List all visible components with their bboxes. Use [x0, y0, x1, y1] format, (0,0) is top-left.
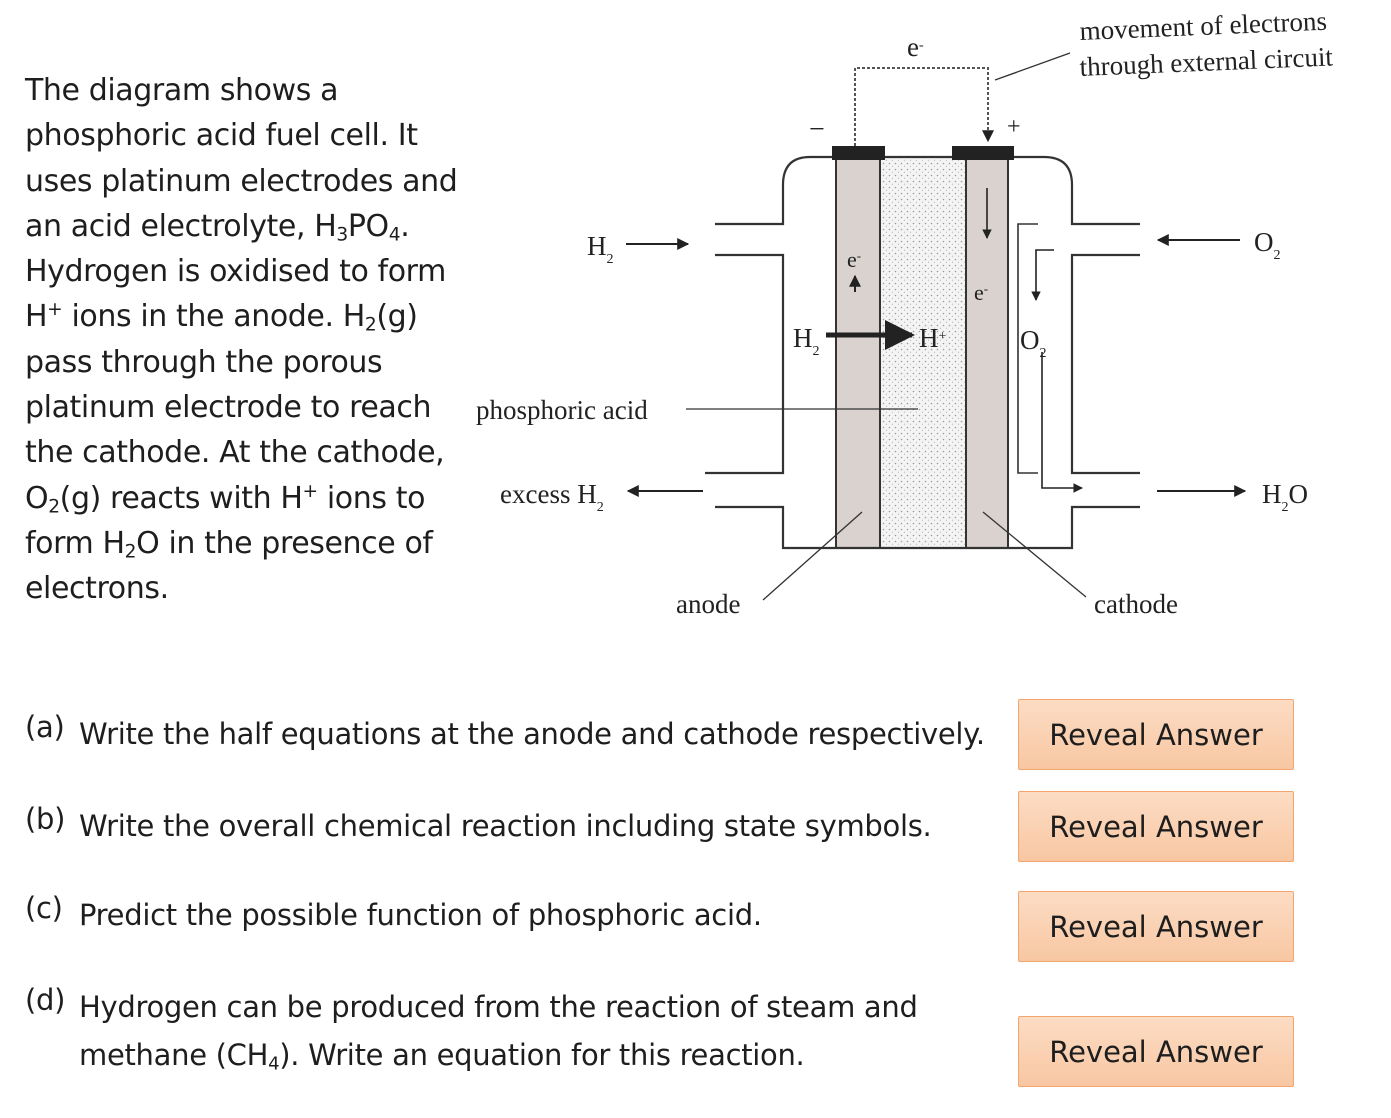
hydrogen-inner-label: H2	[793, 323, 820, 359]
positive-terminal-sign: +	[1007, 114, 1021, 140]
intro-line: O2(g) reacts with H+ ions to	[25, 480, 426, 518]
reveal-answer-button-d[interactable]: Reveal Answer	[1018, 1016, 1294, 1087]
intro-line: platinum electrode to reach	[25, 390, 432, 426]
oxygen-inner-label: O2	[1020, 325, 1047, 361]
question-text: Hydrogen can be produced from the reacti…	[79, 983, 918, 1079]
question-b: (b) Write the overall chemical reaction …	[25, 802, 932, 850]
flow-arrows	[626, 188, 1247, 497]
question-a: (a) Write the half equations at the anod…	[25, 710, 985, 758]
electron-label-top: e-	[907, 32, 924, 62]
anode-electrode	[832, 146, 885, 549]
question-line: Hydrogen can be produced from the reacti…	[79, 990, 918, 1024]
question-text: Write the half equations at the anode an…	[79, 710, 985, 758]
intro-line: Hydrogen is oxidised to form	[25, 254, 446, 290]
label-leaders	[686, 408, 1087, 601]
question-label: (b)	[25, 802, 66, 836]
intro-paragraph: The diagram shows a phosphoric acid fuel…	[25, 68, 465, 612]
cell-housing	[705, 155, 1140, 550]
oxygen-inlet-label: O2	[1254, 227, 1281, 263]
anode-label: anode	[676, 589, 740, 619]
question-label: (d)	[25, 983, 66, 1017]
question-d: (d) Hydrogen can be produced from the re…	[25, 983, 918, 1079]
external-circuit	[854, 52, 1071, 146]
intro-line: phosphoric acid fuel cell. It	[25, 118, 418, 154]
question-text: Predict the possible function of phospho…	[79, 891, 762, 939]
electrolyte-region	[880, 158, 966, 548]
intro-line: an acid electrolyte, H3PO4.	[25, 208, 410, 246]
question-line: methane (CH4). Write an equation for thi…	[79, 1038, 805, 1075]
negative-terminal-sign: −	[809, 114, 825, 145]
reveal-answer-button-b[interactable]: Reveal Answer	[1018, 791, 1294, 862]
intro-line: form H2O in the presence of	[25, 525, 433, 563]
excess-hydrogen-label: excess H2	[500, 479, 604, 515]
question-line: Predict the possible function of phospho…	[79, 898, 762, 932]
fuel-cell-diagram: e- movement of electrons through externa…	[476, 6, 1334, 619]
question-label: (c)	[25, 891, 63, 925]
intro-line: the cathode. At the cathode,	[25, 435, 445, 471]
circuit-label-line-1: movement of electrons	[1079, 6, 1327, 46]
question-c: (c) Predict the possible function of pho…	[25, 891, 762, 939]
intro-line: electrons.	[25, 571, 169, 607]
intro-line: uses platinum electrodes and	[25, 163, 458, 199]
intro-line: pass through the porous	[25, 344, 383, 380]
water-outlet-label: H2O	[1262, 479, 1308, 515]
phosphoric-acid-label: phosphoric acid	[476, 395, 648, 425]
reveal-answer-button-c[interactable]: Reveal Answer	[1018, 891, 1294, 962]
question-label: (a)	[25, 710, 65, 744]
cathode-label: cathode	[1094, 589, 1178, 619]
hydrogen-inlet-label: H2	[587, 231, 614, 267]
intro-line: The diagram shows a	[25, 73, 339, 108]
intro-line: H+ ions in the anode. H2(g)	[25, 299, 418, 337]
reveal-answer-button-a[interactable]: Reveal Answer	[1018, 699, 1294, 770]
question-text: Write the overall chemical reaction incl…	[79, 802, 932, 850]
question-line: Write the half equations at the anode an…	[79, 717, 985, 751]
question-line: Write the overall chemical reaction incl…	[79, 809, 932, 843]
hydrogen-ion-label: H+	[919, 323, 947, 353]
circuit-label-line-2: through external circuit	[1079, 41, 1334, 82]
